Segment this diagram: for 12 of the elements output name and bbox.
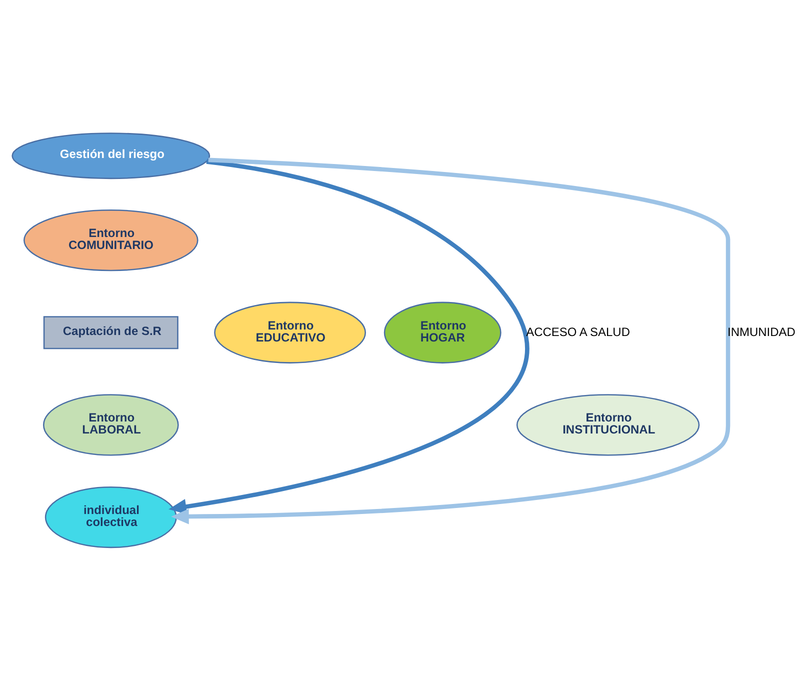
- edge-label: ACCESO A SALUD: [526, 324, 630, 338]
- node-ellipse: individual colectiva: [44, 486, 177, 548]
- arrow: [168, 159, 528, 514]
- node-ellipse: Entorno EDUCATIVO: [214, 301, 366, 363]
- node-ellipse: Entorno HOGAR: [384, 301, 502, 363]
- edge-label: INMUNIDAD: [728, 324, 796, 338]
- arrow: [171, 157, 730, 524]
- node-ellipse: Entorno COMUNITARIO: [23, 208, 198, 271]
- node-ellipse: Gestión del riesgo: [12, 132, 210, 179]
- node-ellipse: Entorno INSTITUCIONAL: [516, 394, 700, 456]
- node-box: Captación de S.R: [43, 316, 178, 349]
- node-ellipse: Entorno LABORAL: [42, 394, 179, 456]
